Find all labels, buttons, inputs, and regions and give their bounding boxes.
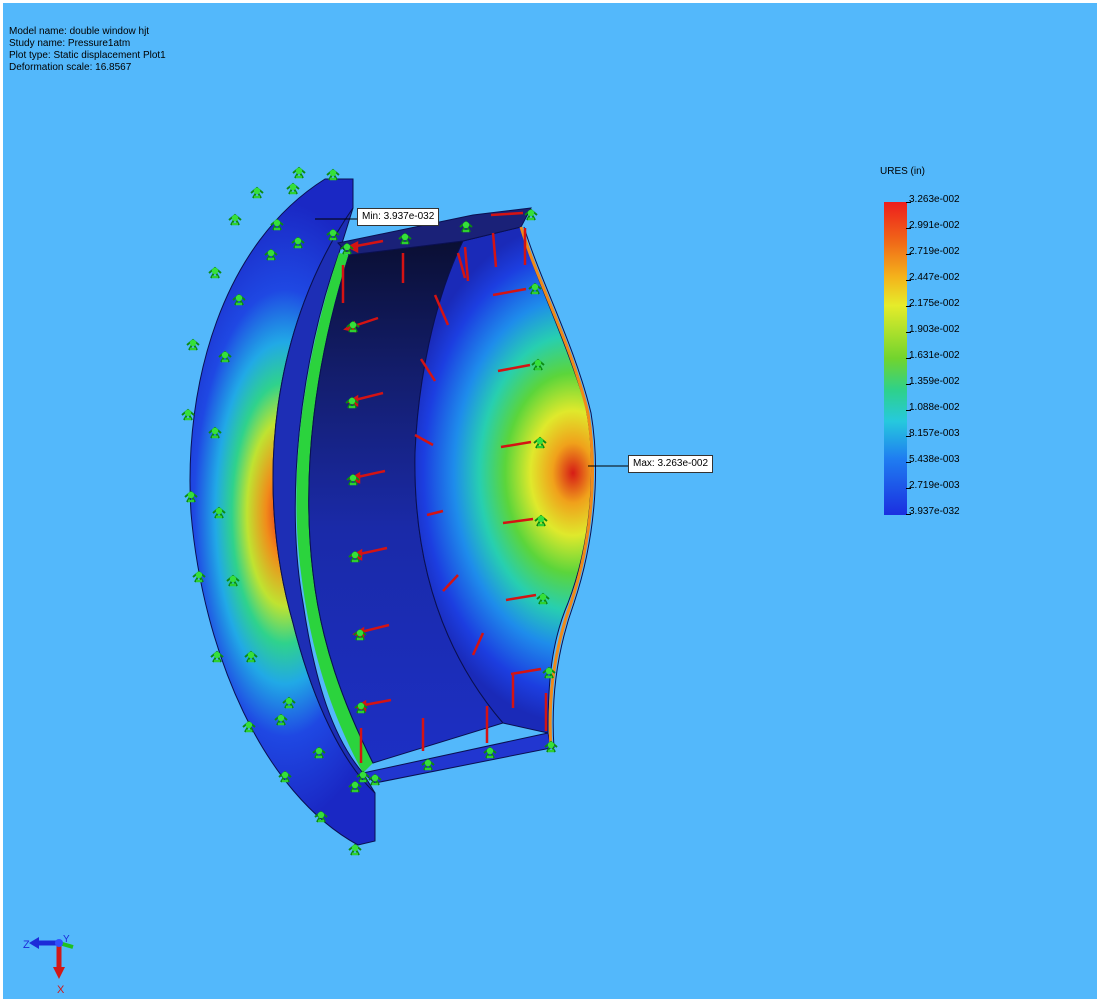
legend-color-bar [884, 202, 907, 515]
legend-tick [906, 462, 911, 463]
legend-tick [906, 514, 911, 515]
legend-tick [906, 410, 911, 411]
model-name-text: Model name: double window hjt [9, 26, 150, 37]
legend-tick [906, 202, 911, 203]
legend-title: URES (in) [880, 166, 926, 177]
legend-label: 2.719e-003 [909, 480, 960, 491]
plot-type-text: Plot type: Static displacement Plot1 [9, 50, 166, 61]
legend-label: 2.175e-002 [909, 298, 960, 309]
legend-tick [906, 358, 911, 359]
graphics-viewport[interactable]: Z Y X Model name: double window hjt Stud… [3, 3, 1097, 999]
deformation-scale-text: Deformation scale: 16.8567 [9, 62, 132, 73]
legend-label: 3.263e-002 [909, 194, 960, 205]
legend-label: 3.937e-032 [909, 506, 960, 517]
legend-label: 1.903e-002 [909, 324, 960, 335]
legend-label: 2.991e-002 [909, 220, 960, 231]
legend-label: 8.157e-003 [909, 428, 960, 439]
axis-triad-icon[interactable] [29, 937, 74, 979]
plot-info: Model name: double window hjt Study name… [9, 26, 166, 74]
triad-x-label: X [57, 984, 65, 996]
triad-y-label: Y [63, 934, 70, 945]
legend-tick [906, 384, 911, 385]
legend-tick [906, 306, 911, 307]
legend-label: 1.359e-002 [909, 376, 960, 387]
legend-tick [906, 228, 911, 229]
legend-label: 2.447e-002 [909, 272, 960, 283]
legend-tick [906, 332, 911, 333]
legend-label: 1.088e-002 [909, 402, 960, 413]
legend-label: 5.438e-003 [909, 454, 960, 465]
triad-z-label: Z [23, 939, 30, 951]
max-callout[interactable]: Max: 3.263e-002 [628, 455, 714, 473]
legend-tick [906, 280, 911, 281]
study-name-text: Study name: Pressure1atm [9, 38, 131, 49]
legend-label: 2.719e-002 [909, 246, 960, 257]
flange-rim [272, 207, 376, 794]
legend-label: 1.631e-002 [909, 350, 960, 361]
middle-band [296, 253, 373, 773]
legend-tick [906, 436, 911, 437]
legend-tick [906, 488, 911, 489]
min-callout[interactable]: Min: 3.937e-032 [357, 208, 440, 226]
legend-tick [906, 254, 911, 255]
deformed-model[interactable]: Z Y X [3, 3, 1097, 999]
